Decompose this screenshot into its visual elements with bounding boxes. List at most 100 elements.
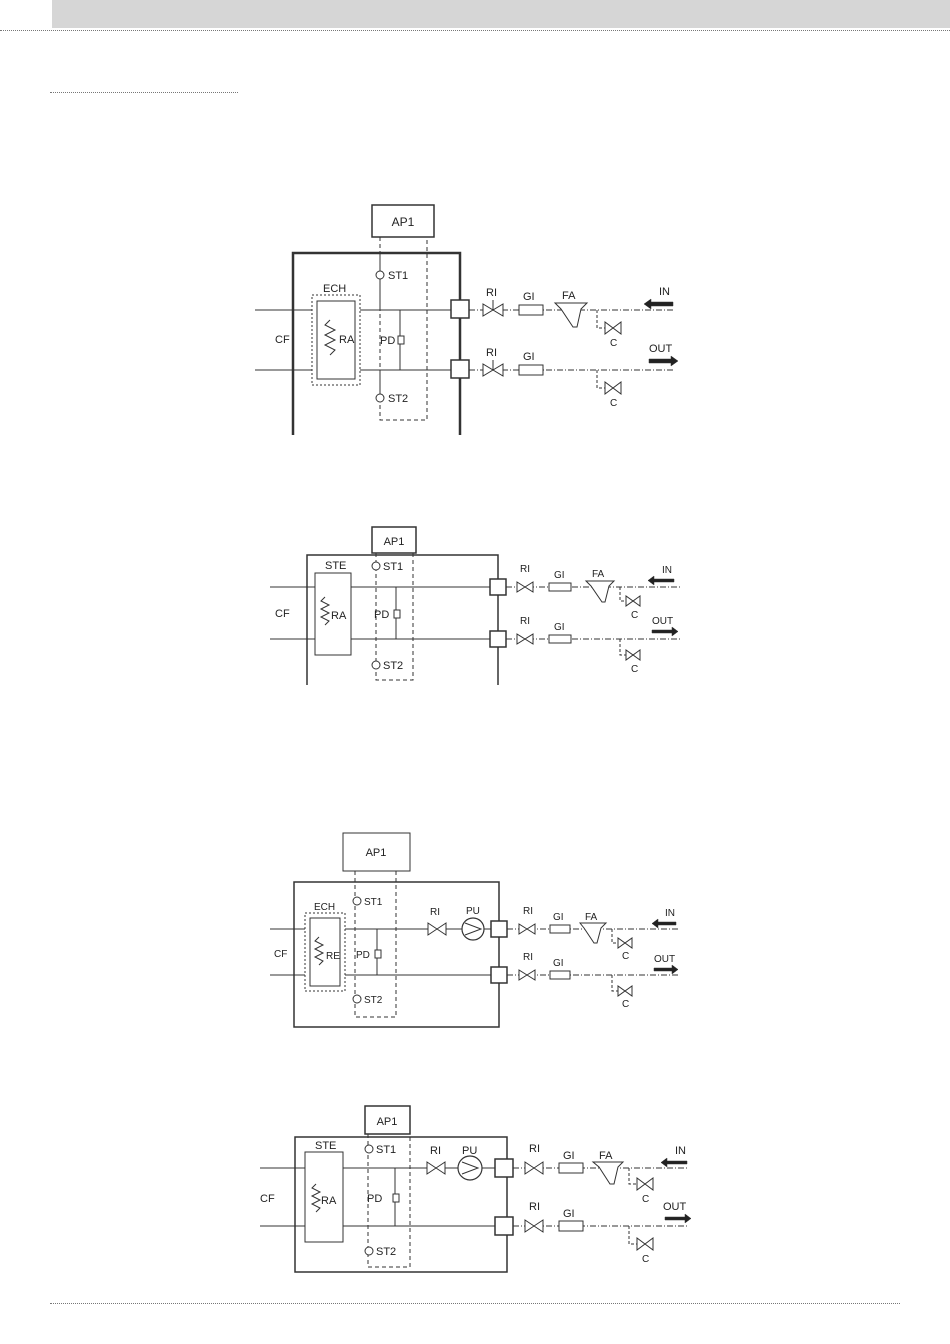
temperature-sensor-st2-label: ST2 (383, 660, 403, 672)
water-filter-label: FA (585, 912, 598, 923)
circuit-label: CF (274, 949, 287, 960)
circuit-label: CF (275, 608, 290, 620)
hydraulic-diagram-2: AP1 STE RA CF ST1 ST2 PD RI RI GI GI FA … (270, 525, 690, 690)
shutoff-valve-top-icon (517, 582, 533, 592)
hydraulic-diagram-4: AP1 STE RA CF ST1 ST2 PD RI PU RI RI GI … (255, 1100, 695, 1280)
shutoff-valve-top-icon (519, 924, 535, 934)
outlet-arrow-icon (652, 627, 678, 636)
temperature-sensor-st1-label: ST1 (376, 1144, 396, 1156)
inlet-arrow-icon (648, 576, 674, 585)
temperature-sensor-st1-label: ST1 (388, 270, 408, 282)
pump-valve-label: RI (430, 1145, 441, 1157)
heating-element-label: RE (326, 951, 340, 962)
drain-valve-top-label: C (642, 1194, 649, 1205)
header-bar (52, 0, 950, 28)
heating-element-label: RA (321, 1195, 337, 1207)
pump-valve-label: RI (430, 907, 440, 918)
flex-joint-top-label: GI (553, 912, 564, 923)
flex-joint-top-label: GI (563, 1150, 575, 1162)
shutoff-valve-top-label: RI (486, 287, 497, 299)
flex-joint-top-label: GI (554, 570, 565, 581)
outlet-label: OUT (652, 616, 673, 627)
temperature-sensor-st2-icon (353, 995, 361, 1003)
water-filter-icon (555, 303, 587, 327)
temperature-sensor-st2-icon (365, 1247, 373, 1255)
shutoff-valve-top-label: RI (529, 1143, 540, 1155)
drain-bottom-line (597, 370, 605, 388)
outlet-label: OUT (649, 343, 673, 355)
flex-joint-top-icon (549, 583, 571, 591)
water-filter-label: FA (562, 290, 576, 302)
outlet-arrow-icon (649, 356, 678, 366)
drain-top-line (620, 587, 626, 601)
drain-bottom-line (612, 975, 618, 991)
drain-valve-top-label: C (631, 610, 638, 621)
pump-label: PU (462, 1145, 477, 1157)
header-divider (0, 30, 950, 31)
drain-valve-bottom-label: C (631, 664, 638, 675)
section-divider (50, 92, 238, 93)
heat-exchanger-label: ECH (323, 283, 346, 295)
heating-element-label: RA (339, 334, 355, 346)
flex-joint-top-icon (519, 305, 543, 315)
shutoff-valve-bottom-icon (519, 970, 535, 980)
inlet-arrow-icon (661, 1158, 687, 1167)
hydraulic-diagram-1: AP1 ECH RA CF ST1 ST2 PD RI RI GI GI FA … (255, 195, 695, 440)
flex-joint-bottom-label: GI (553, 958, 564, 969)
drain-bottom-line (629, 1226, 637, 1244)
temperature-sensor-st2-label: ST2 (376, 1246, 396, 1258)
drain-valve-bottom-icon (618, 986, 632, 996)
shutoff-valve-top-icon (525, 1162, 543, 1174)
outlet-label: OUT (663, 1201, 687, 1213)
inlet-arrow-icon (652, 919, 676, 928)
drain-valve-bottom-icon (626, 650, 640, 660)
shutoff-valve-bottom-label: RI (486, 347, 497, 359)
water-filter-icon (586, 581, 614, 602)
footer-divider (50, 1303, 900, 1304)
shutoff-valve-bottom-icon (525, 1220, 543, 1232)
temperature-sensor-st1-icon (365, 1145, 373, 1153)
heating-element-label: RA (331, 610, 347, 622)
pump-label: PU (466, 906, 480, 917)
flex-joint-bottom-icon (559, 1221, 583, 1231)
drain-valve-top-icon (626, 596, 640, 606)
water-filter-label: FA (599, 1150, 613, 1162)
control-box-label: AP1 (366, 847, 387, 859)
pressure-switch-icon (393, 1194, 399, 1202)
circuit-label: CF (275, 334, 290, 346)
drain-top-line (612, 929, 618, 943)
return-connector (451, 360, 469, 378)
outlet-arrow-icon (665, 1214, 691, 1223)
drain-valve-top-icon (605, 322, 621, 334)
pressure-switch-icon (394, 610, 400, 618)
temperature-sensor-st1-icon (376, 271, 384, 279)
drain-valve-bottom-label: C (642, 1254, 649, 1265)
pump-valve-icon (428, 923, 446, 935)
water-filter-label: FA (592, 569, 605, 580)
drain-top-line (629, 1168, 637, 1184)
pressure-switch-icon (375, 950, 381, 958)
drain-valve-bottom-label: C (610, 398, 617, 409)
water-filter-icon (593, 1162, 623, 1184)
control-box-label: AP1 (392, 215, 415, 229)
temperature-sensor-st2-icon (376, 394, 384, 402)
shutoff-valve-bottom-icon (517, 634, 533, 644)
heat-exchanger-label: STE (315, 1140, 336, 1152)
temperature-sensor-st2-icon (372, 661, 380, 669)
hydraulic-diagram-3: AP1 ECH RE CF ST1 ST2 PD RI PU RI RI GI … (270, 825, 690, 1035)
supply-connector (495, 1159, 513, 1177)
flex-joint-bottom-label: GI (523, 351, 535, 363)
shutoff-valve-top-label: RI (523, 906, 533, 917)
drain-valve-bottom-icon (605, 382, 621, 394)
shutoff-valve-bottom-label: RI (529, 1201, 540, 1213)
temperature-sensor-st1-icon (372, 562, 380, 570)
pressure-switch-label: PD (380, 335, 395, 347)
inlet-label: IN (662, 565, 672, 576)
flex-joint-bottom-icon (550, 971, 570, 979)
supply-connector (491, 921, 507, 937)
drain-valve-top-label: C (622, 951, 629, 962)
pressure-switch-label: PD (356, 950, 370, 961)
heat-exchanger-label: STE (325, 560, 346, 572)
inlet-label: IN (659, 286, 670, 298)
shutoff-valve-bottom-label: RI (520, 616, 530, 627)
